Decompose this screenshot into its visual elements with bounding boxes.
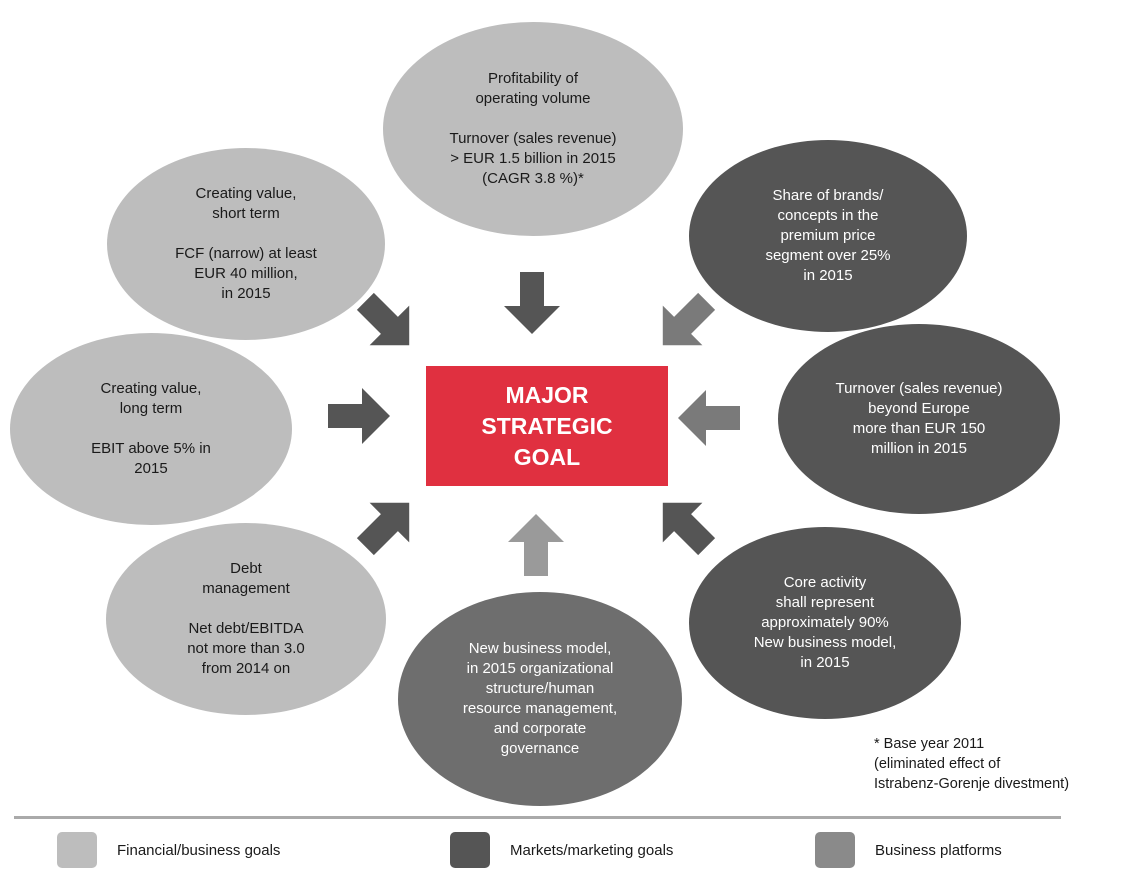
arrow-from-top-left-icon: [356, 292, 410, 346]
legend-swatch-marketing: [450, 832, 490, 868]
goal-heading-line: Profitability of: [487, 70, 579, 87]
legend-label: Markets/marketing goals: [510, 841, 674, 859]
goal-detail-line: EBIT above 5% in: [91, 440, 211, 457]
goal-detail-line: structure/human: [485, 680, 595, 697]
goal-core-activity-text: Core activity shall represent approximat…: [730, 573, 921, 673]
arrow-from-top-icon: [504, 272, 560, 334]
goal-detail-line: shall represent: [775, 594, 875, 611]
goal-detail-line: concepts in the: [777, 207, 879, 224]
goal-detail-line: million in 2015: [871, 440, 967, 457]
goal-detail-line: premium price: [780, 227, 876, 244]
arrow-from-bottom-right-icon: [662, 502, 716, 556]
legend-item-platforms: Business platforms: [815, 832, 1002, 868]
major-strategic-goal: MAJOR STRATEGIC GOAL: [426, 366, 668, 486]
goal-detail-line: New business model,: [753, 634, 897, 651]
goal-heading-line: long term: [119, 400, 183, 417]
footnote-line: Istrabenz-Gorenje divestment): [874, 776, 1070, 792]
goal-detail-line: governance: [500, 740, 580, 757]
arrow-from-bottom-icon: [508, 514, 564, 576]
legend-swatch-financial: [57, 832, 97, 868]
goal-core-activity: Core activity shall represent approximat…: [689, 527, 961, 719]
goal-profitability-text: Profitability of operating volume Turnov…: [425, 69, 640, 189]
arrow-from-left-icon: [328, 388, 390, 444]
goal-detail-line: 2015: [134, 460, 168, 477]
goal-heading-line: short term: [212, 205, 280, 222]
goal-detail-line: Net debt/EBITDA: [188, 620, 304, 637]
goal-detail-line: in 2015: [221, 285, 271, 302]
goal-value-short-term: Creating value, short term FCF (narrow) …: [107, 148, 385, 340]
goal-detail-line: FCF (narrow) at least: [175, 245, 317, 262]
goal-detail-line: in 2015: [800, 654, 850, 671]
footnote: * Base year 2011 (eliminated effect of I…: [874, 734, 1069, 794]
goal-value-long-term: Creating value, long term EBIT above 5% …: [10, 333, 292, 525]
goal-value-short-term-text: Creating value, short term FCF (narrow) …: [151, 184, 341, 304]
goal-detail-line: more than EUR 150: [852, 420, 986, 437]
goal-heading-line: Creating value,: [100, 380, 202, 397]
goal-detail-line: Turnover (sales revenue): [449, 130, 617, 147]
goal-premium-brands-text: Share of brands/ concepts in the premium…: [741, 186, 914, 286]
legend-swatch-platforms: [815, 832, 855, 868]
goal-detail-line: Turnover (sales revenue): [835, 380, 1003, 397]
goal-turnover-beyond-europe-text: Turnover (sales revenue) beyond Europe m…: [811, 379, 1026, 459]
arrow-from-top-right-icon: [662, 292, 716, 346]
goal-detail-line: segment over 25%: [765, 247, 891, 264]
goal-detail-line: resource management,: [462, 700, 618, 717]
goal-detail-line: Core activity: [783, 574, 867, 591]
goal-heading-line: operating volume: [475, 90, 591, 107]
goal-detail-line: Share of brands/: [772, 187, 884, 204]
center-goal-line: STRATEGIC: [481, 412, 613, 439]
goal-business-model-text: New business model, in 2015 organization…: [439, 639, 641, 759]
goal-heading-line: Debt: [230, 560, 262, 577]
goal-detail-line: EUR 40 million,: [194, 265, 298, 282]
goal-business-model: New business model, in 2015 organization…: [398, 592, 682, 806]
goal-detail-line: in 2015: [803, 267, 853, 284]
center-goal-line: GOAL: [513, 443, 581, 470]
goal-turnover-beyond-europe: Turnover (sales revenue) beyond Europe m…: [778, 324, 1060, 514]
goal-detail-line: (CAGR 3.8 %)*: [482, 170, 584, 187]
goal-detail-line: and corporate: [493, 720, 587, 737]
goal-detail-line: in 2015 organizational: [466, 660, 614, 677]
arrow-from-bottom-left-icon: [356, 502, 410, 556]
goal-detail-line: from 2014 on: [201, 660, 291, 677]
arrow-from-right-icon: [678, 390, 740, 446]
legend-label: Financial/business goals: [117, 841, 281, 859]
goal-debt-management: Debt management Net debt/EBITDA not more…: [106, 523, 386, 715]
goal-premium-brands: Share of brands/ concepts in the premium…: [689, 140, 967, 332]
goal-heading-line: management: [202, 580, 290, 597]
goal-value-long-term-text: Creating value, long term EBIT above 5% …: [67, 379, 235, 479]
center-goal-line: MAJOR: [505, 381, 589, 408]
legend-item-financial: Financial/business goals: [57, 832, 280, 868]
goal-debt-management-text: Debt management Net debt/EBITDA not more…: [163, 559, 329, 679]
footnote-line: * Base year 2011: [874, 736, 985, 752]
goal-detail-line: beyond Europe: [868, 400, 970, 417]
goal-heading-line: Creating value,: [195, 185, 297, 202]
goal-profitability: Profitability of operating volume Turnov…: [383, 22, 683, 236]
goal-detail-line: approximately 90%: [761, 614, 889, 631]
legend-label: Business platforms: [875, 841, 1002, 859]
goal-detail-line: New business model,: [468, 640, 612, 657]
legend-divider: [14, 816, 1061, 819]
goal-detail-line: not more than 3.0: [187, 640, 305, 657]
legend-item-marketing: Markets/marketing goals: [450, 832, 673, 868]
footnote-line: (eliminated effect of: [874, 756, 1001, 772]
goal-detail-line: > EUR 1.5 billion in 2015: [450, 150, 616, 167]
